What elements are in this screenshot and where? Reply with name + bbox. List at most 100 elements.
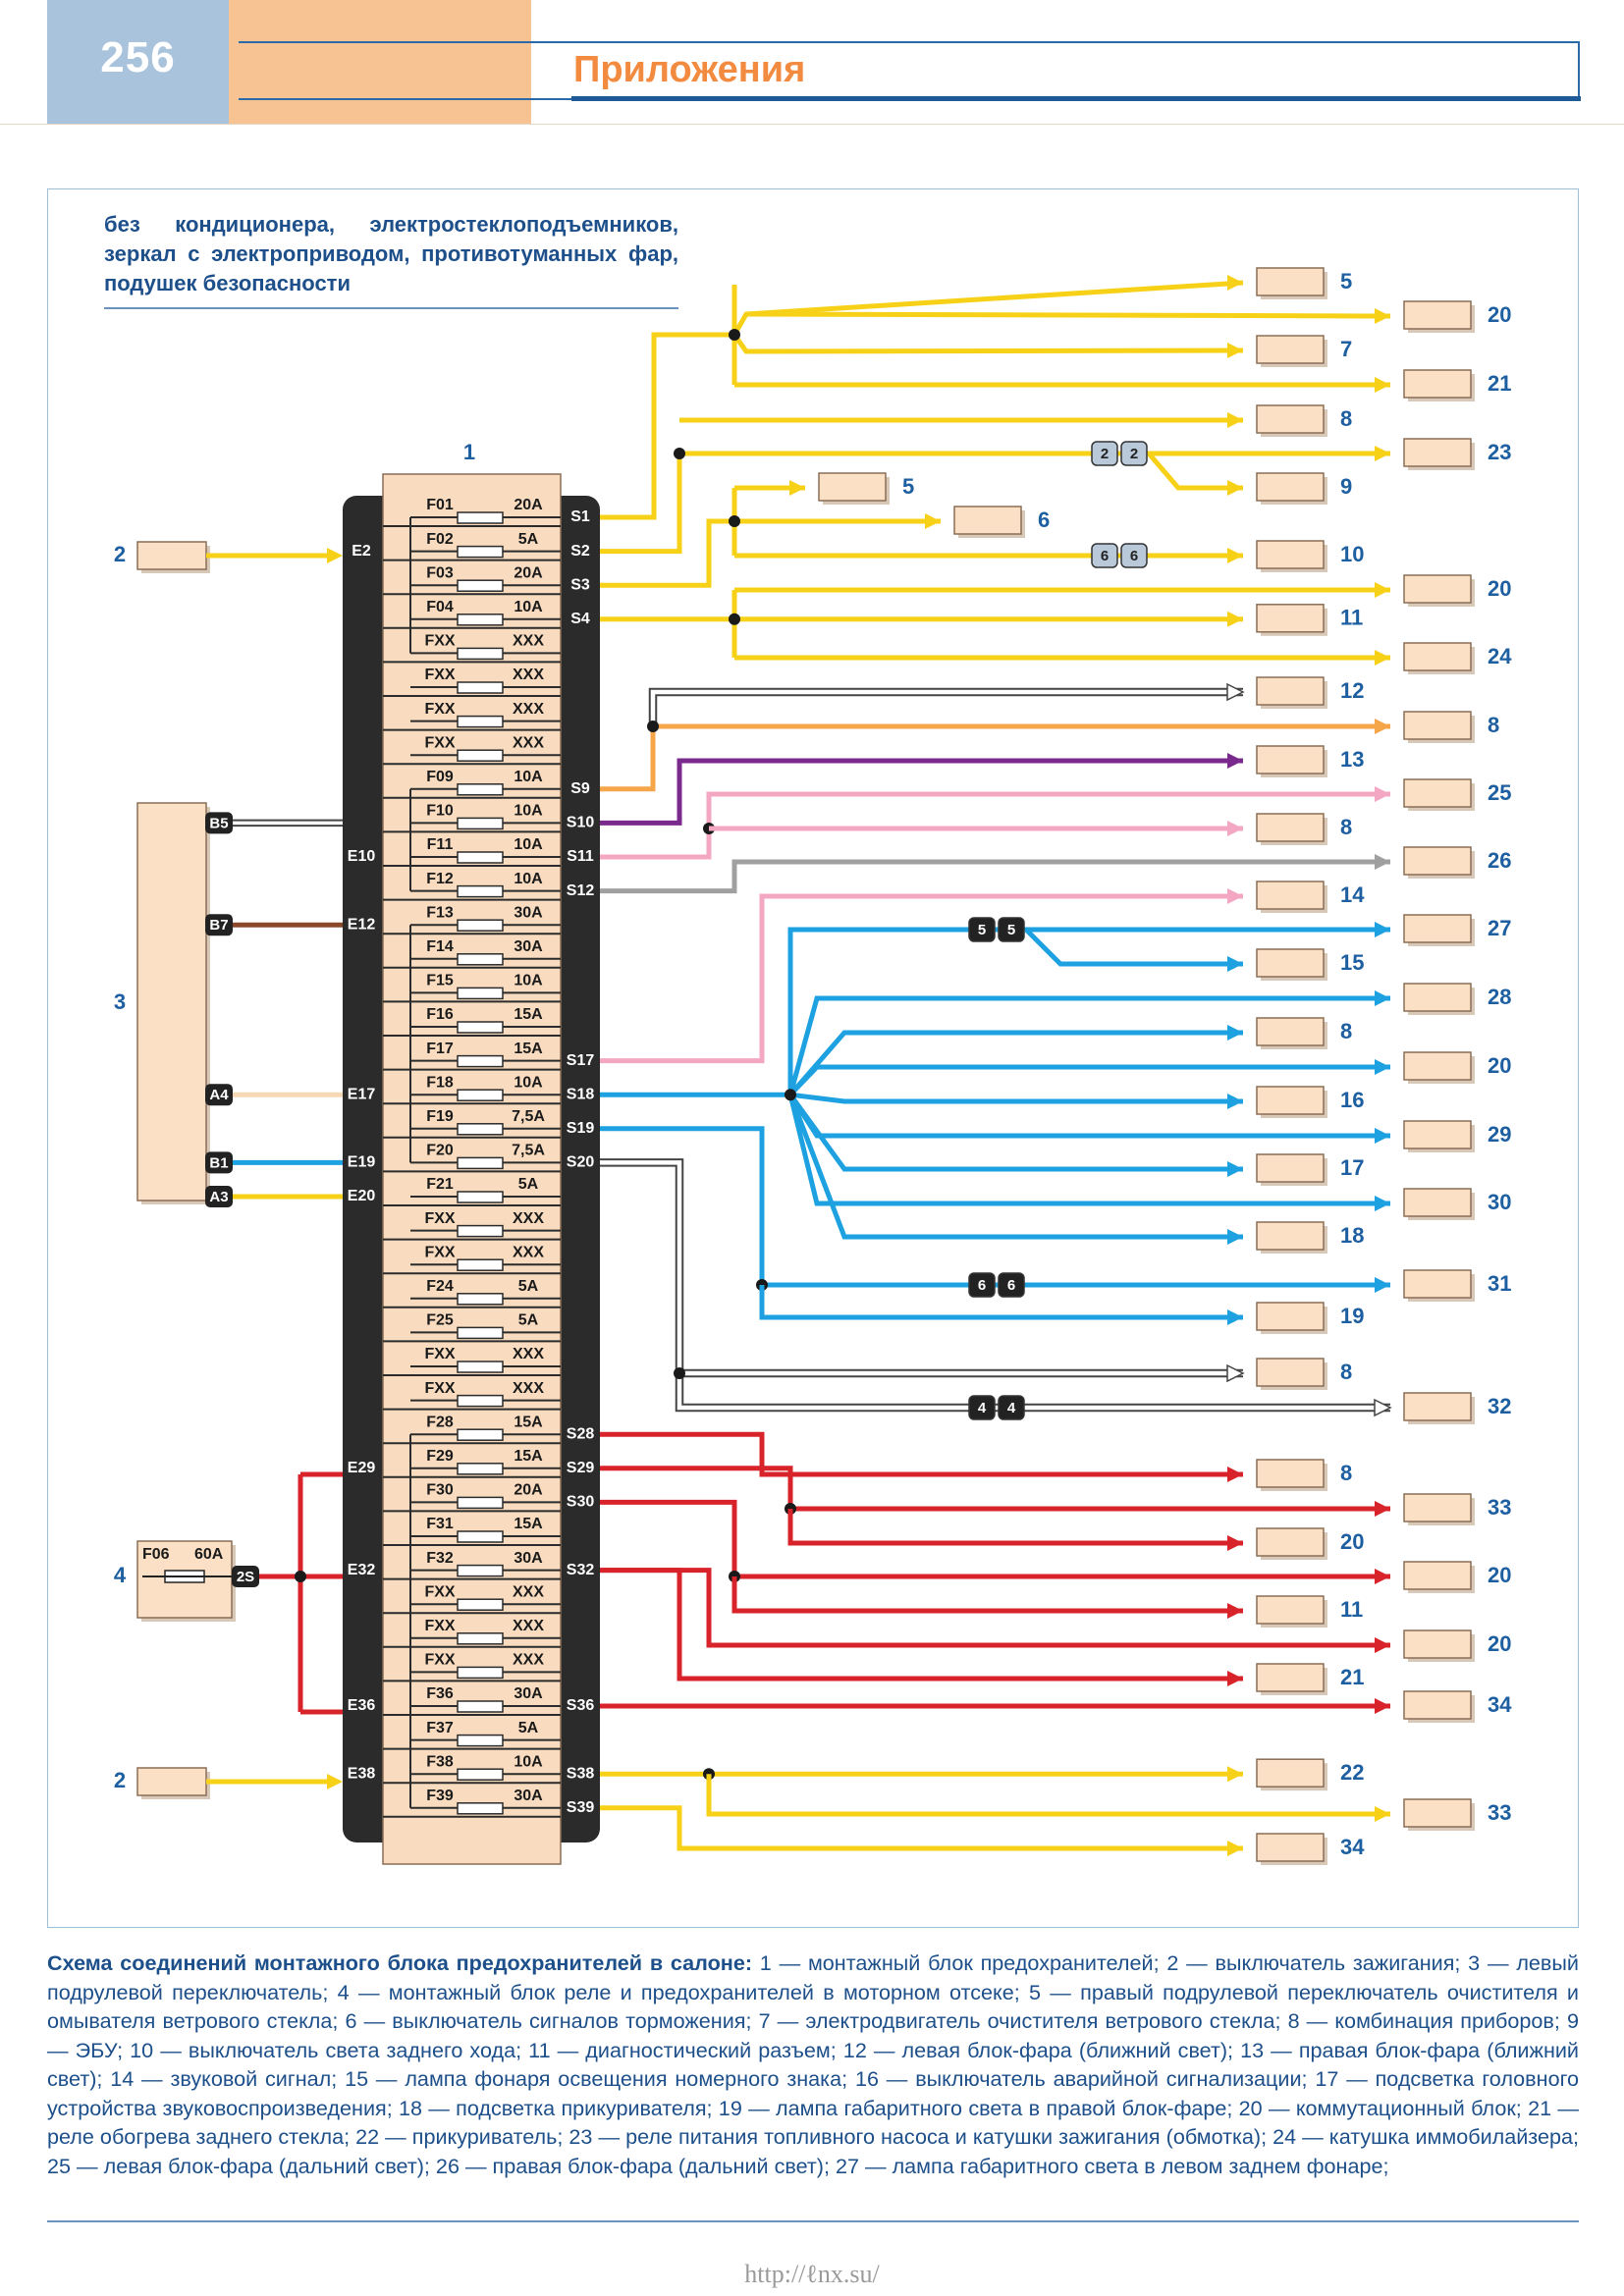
- fuse-rating: XXX: [513, 1618, 544, 1634]
- destination-label: 11: [1340, 606, 1363, 630]
- wire-s20-outline: [600, 1158, 1243, 1378]
- destination-box: [1403, 1690, 1472, 1720]
- connector-5-5-left: [968, 917, 996, 942]
- fuse-rating: 10A: [514, 1753, 543, 1770]
- fuse-rating: 30A: [514, 904, 543, 921]
- wire-s19: [600, 1126, 1390, 1288]
- fuse-id: FXX: [424, 701, 455, 718]
- fuse-symbol: [457, 1598, 504, 1611]
- destination-arrow: [1227, 1229, 1243, 1245]
- fuse-rating: 7,5A: [512, 1143, 545, 1159]
- destination-label: 10: [1340, 542, 1364, 566]
- block-input-pin: E12: [348, 916, 376, 933]
- destination-box: [1256, 1358, 1325, 1387]
- destination-arrow: [1227, 275, 1243, 291]
- destination-label: 14: [1340, 882, 1365, 907]
- destination-label: 8: [1340, 1360, 1352, 1384]
- destination-arrow: [1375, 582, 1390, 598]
- fuse-id: F17: [426, 1041, 454, 1057]
- junction-dot: [674, 1367, 685, 1379]
- fuse-symbol: [457, 1224, 504, 1238]
- fuse-rating: 7,5A: [512, 1108, 545, 1125]
- column-switch-pin-label: B5: [209, 815, 228, 831]
- fuse-symbol: [457, 1191, 504, 1203]
- destination-arrow: [1227, 1025, 1243, 1041]
- fuse-id: FXX: [424, 1618, 455, 1634]
- destination-label: 15: [1340, 950, 1364, 975]
- relay-pin-label: 2S: [237, 1569, 254, 1585]
- fuse-symbol: [457, 545, 504, 559]
- destination-box: [1256, 1527, 1325, 1557]
- destination-box: [1403, 983, 1472, 1012]
- wire-s18-branch: [787, 1094, 1243, 1240]
- destination-box: [1256, 1221, 1325, 1251]
- fuse-id: F01: [426, 497, 454, 513]
- fuse-id: F37: [426, 1720, 454, 1736]
- destination-box: [1403, 300, 1472, 330]
- destination-box: [1256, 335, 1325, 364]
- destination-arrow: [1375, 719, 1390, 734]
- destination-arrow: [1375, 854, 1390, 870]
- destination-arrow: [1375, 1128, 1390, 1144]
- wire-s3: [600, 518, 734, 588]
- destination-label: 8: [1340, 406, 1352, 431]
- wire-s28: [600, 1431, 1243, 1477]
- fuse-symbol: [457, 851, 504, 864]
- destination-label: 28: [1488, 985, 1511, 1009]
- destination-box: [953, 506, 1022, 535]
- wire-s18-dest2: [1024, 928, 1243, 967]
- destination-label: 24: [1488, 644, 1512, 668]
- column-switch-pin-label: B7: [209, 917, 228, 934]
- destination-arrow: [1227, 1161, 1243, 1177]
- block-input-pin: E17: [348, 1086, 376, 1102]
- wire-s18-branch: [787, 1094, 1390, 1206]
- fuse-id: FXX: [424, 633, 455, 650]
- fuse-symbol: [457, 1293, 504, 1306]
- destination-box: [1256, 404, 1325, 434]
- fuse-rating: 5A: [518, 1176, 539, 1193]
- destination-box: [1256, 1017, 1325, 1046]
- header-accent-block: [229, 0, 531, 124]
- destination-label: 30: [1488, 1190, 1511, 1214]
- fuse-id: F36: [426, 1685, 454, 1702]
- connector-4-4-left: [968, 1395, 996, 1420]
- connector-6-6-left: [1091, 543, 1118, 568]
- destination-label: 20: [1488, 576, 1511, 601]
- connector-2-2-pin-b: 2: [1130, 446, 1138, 462]
- wire-s2-dest3: [1147, 452, 1243, 491]
- wire-s18-dest1: [787, 927, 1390, 1095]
- fuse-id: FXX: [424, 667, 455, 683]
- destination-box: [1256, 1595, 1325, 1625]
- destination-arrow: [1375, 922, 1390, 937]
- destination-label: 20: [1488, 302, 1511, 327]
- destination-box: [1403, 914, 1472, 943]
- destination-box: [1256, 540, 1325, 569]
- fuse-symbol: [457, 987, 504, 1000]
- block-input-pin: E38: [348, 1765, 376, 1782]
- caption-text: 1 — монтажный блок предохранителей; 2 — …: [47, 1950, 1579, 2178]
- connector-6-6-right: [1120, 543, 1148, 568]
- destination-arrow: [1227, 956, 1243, 972]
- destination-arrow: [1227, 1094, 1243, 1109]
- destination-label: 27: [1488, 916, 1511, 940]
- fuse-rating: 15A: [514, 1041, 543, 1057]
- fuse-rating: XXX: [513, 1210, 544, 1227]
- block-input-pin: E32: [348, 1562, 376, 1578]
- destination-box: [1403, 778, 1472, 808]
- block-output-pin: S17: [567, 1052, 595, 1069]
- page-number: 256: [100, 33, 176, 81]
- destination-box: [1256, 472, 1325, 502]
- destination-arrow: [1375, 308, 1390, 324]
- fuse-id: F15: [426, 973, 454, 989]
- block-output-pin: S38: [567, 1765, 595, 1782]
- fuse-id: F02: [426, 531, 454, 548]
- fuse-block-label: 1: [463, 440, 475, 464]
- wire-s10: [600, 758, 1243, 826]
- block-output-pin: S36: [567, 1697, 595, 1714]
- destination-box: [1256, 1663, 1325, 1692]
- fuse-rating: XXX: [513, 701, 544, 718]
- wire-s29: [600, 1466, 1390, 1512]
- destination-box: [1256, 1302, 1325, 1331]
- fuse-symbol: [457, 511, 504, 524]
- fuse-rating: 30A: [514, 1550, 543, 1567]
